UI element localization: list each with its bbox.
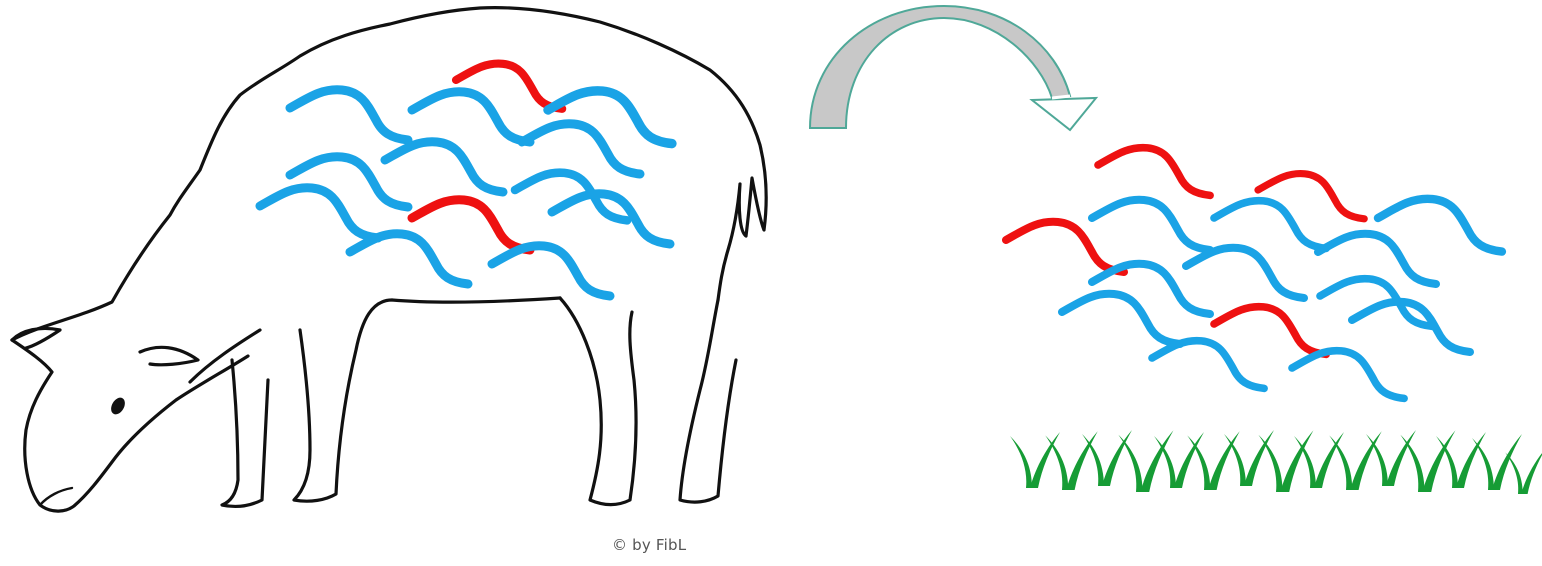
arrow-shaft bbox=[808, 4, 1072, 129]
grass-icon bbox=[1010, 430, 1542, 494]
sheep-belly bbox=[390, 296, 562, 304]
worm-icon bbox=[260, 188, 378, 238]
sheep-hind-leg-right bbox=[678, 298, 738, 504]
sheep-body-outline bbox=[10, 6, 768, 342]
worm-icon bbox=[492, 246, 610, 296]
worm-icon bbox=[1214, 307, 1326, 355]
sheep-right-ear bbox=[138, 345, 200, 367]
worms-on-pasture bbox=[1006, 148, 1502, 399]
sheep-outline-icon bbox=[10, 6, 768, 513]
sheep-front-leg-left bbox=[220, 358, 270, 508]
grass-tuft bbox=[1329, 431, 1382, 490]
worm-icon bbox=[350, 234, 468, 284]
worm-icon bbox=[456, 64, 562, 109]
copyright-credit: © by FibL bbox=[612, 536, 687, 554]
worm-icon bbox=[385, 142, 503, 192]
grass-tuft bbox=[1224, 430, 1274, 486]
worm-icon bbox=[412, 200, 530, 250]
worm-icon bbox=[1352, 302, 1470, 352]
worm-icon bbox=[1062, 294, 1180, 344]
worm-icon bbox=[1092, 264, 1210, 314]
curved-arrow-icon bbox=[808, 4, 1099, 132]
worm-icon bbox=[522, 124, 640, 174]
grass-tuft bbox=[1154, 432, 1204, 488]
worm-icon bbox=[1186, 248, 1304, 298]
grass-tuft bbox=[1045, 431, 1098, 490]
sheep-hind-leg-left bbox=[558, 296, 638, 507]
worms-in-sheep bbox=[260, 64, 672, 296]
worm-icon bbox=[290, 90, 408, 140]
worm-icon bbox=[548, 91, 672, 144]
worm-icon bbox=[1092, 200, 1210, 250]
worm-icon bbox=[1378, 199, 1502, 252]
arrow-neck bbox=[1051, 94, 1071, 100]
grass-tuft bbox=[1082, 430, 1132, 486]
sheep-eye bbox=[111, 397, 125, 415]
worm-icon bbox=[1292, 351, 1404, 399]
grass-tuft bbox=[1366, 430, 1416, 486]
grass-tuft bbox=[1436, 432, 1486, 488]
grass-tuft bbox=[1187, 431, 1240, 490]
worm-icon bbox=[1214, 201, 1326, 249]
sheep-left-ear bbox=[10, 326, 62, 350]
worm-icon bbox=[412, 92, 530, 142]
sheep-chest bbox=[188, 328, 262, 384]
arrow-head bbox=[1029, 96, 1099, 132]
worm-icon bbox=[1098, 148, 1210, 196]
worm-icon bbox=[1152, 341, 1264, 389]
sheep-mouth bbox=[38, 486, 74, 507]
grass-tuft bbox=[1010, 432, 1060, 488]
sheep-head bbox=[10, 338, 250, 513]
worm-icon bbox=[290, 157, 408, 207]
grass-tuft bbox=[1294, 432, 1344, 488]
worm-icon bbox=[1258, 174, 1364, 219]
worm-icon bbox=[1318, 234, 1436, 284]
sheep-front-leg-right bbox=[292, 298, 394, 503]
worm-icon bbox=[1006, 222, 1124, 272]
